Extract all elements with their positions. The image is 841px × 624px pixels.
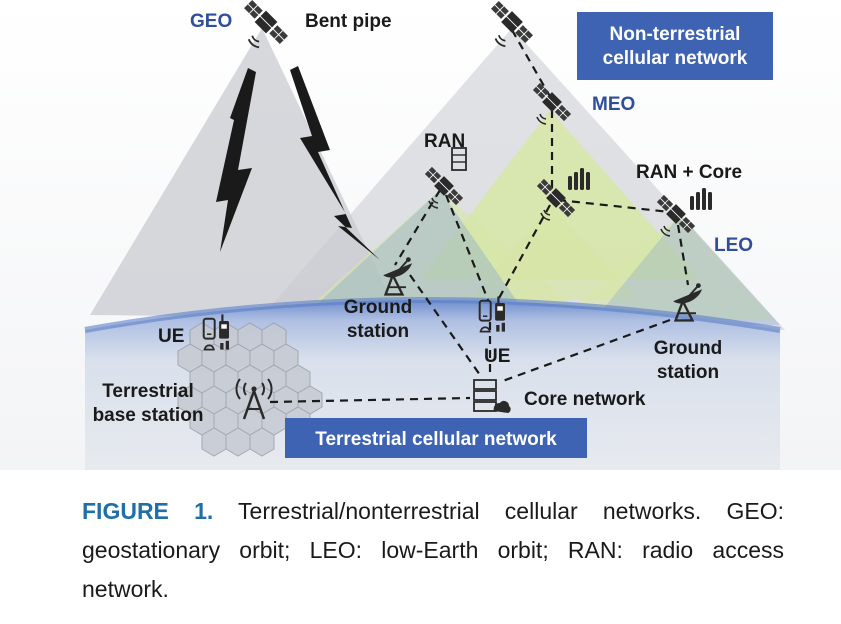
leo-beam-center	[470, 205, 640, 300]
core-network-label: Core network	[524, 389, 646, 410]
ran-server-icon	[451, 147, 467, 171]
network-diagram: Non-terrestrial cellular network	[0, 0, 841, 470]
ground-station-right-label-1: Ground	[654, 338, 723, 359]
terrestrial-network-box	[285, 418, 587, 458]
meo-label: MEO	[592, 94, 635, 115]
core-bars-icon-right	[690, 188, 712, 210]
link-lines	[269, 29, 690, 404]
ue-center-label: UE	[484, 346, 510, 367]
lightning-bolt-right	[290, 66, 380, 260]
leo-label: LEO	[714, 235, 753, 256]
hexagon-cell-grid	[177, 322, 323, 457]
base-station-tower-icon	[235, 378, 273, 420]
geo-label: GEO	[190, 11, 232, 32]
core-bars-icon-center	[568, 168, 590, 190]
ran-label: RAN	[424, 131, 465, 152]
bent-pipe-label: Bent pipe	[305, 11, 392, 32]
leo-beam-right	[560, 215, 775, 320]
core-network-server-icon	[473, 379, 511, 413]
ground-station-left-label-2: station	[347, 321, 409, 342]
non-terrestrial-label-line2: cellular network	[603, 48, 748, 69]
caption-text: Terrestrial/nonterrestrial cellular netw…	[82, 498, 784, 602]
ran-core-label: RAN + Core	[636, 162, 742, 183]
figure-number: FIGURE 1.	[82, 498, 214, 524]
non-terrestrial-label-line1: Non-terrestrial	[610, 24, 741, 45]
leo-coverage-blue	[300, 190, 530, 320]
figure-caption: FIGURE 1. Terrestrial/nonterrestrial cel…	[82, 492, 784, 609]
ground-station-right-label-2: station	[657, 362, 719, 383]
ground-station-left-label-1: Ground	[344, 297, 413, 318]
terrestrial-network-label: Terrestrial cellular network	[315, 429, 557, 450]
non-terrestrial-network-box	[577, 12, 773, 80]
ue-left-label: UE	[158, 326, 184, 347]
lightning-bolt-left	[216, 68, 256, 252]
terrestrial-bs-label-1: Terrestrial	[102, 381, 194, 402]
terrestrial-bs-label-2: base station	[93, 405, 204, 426]
